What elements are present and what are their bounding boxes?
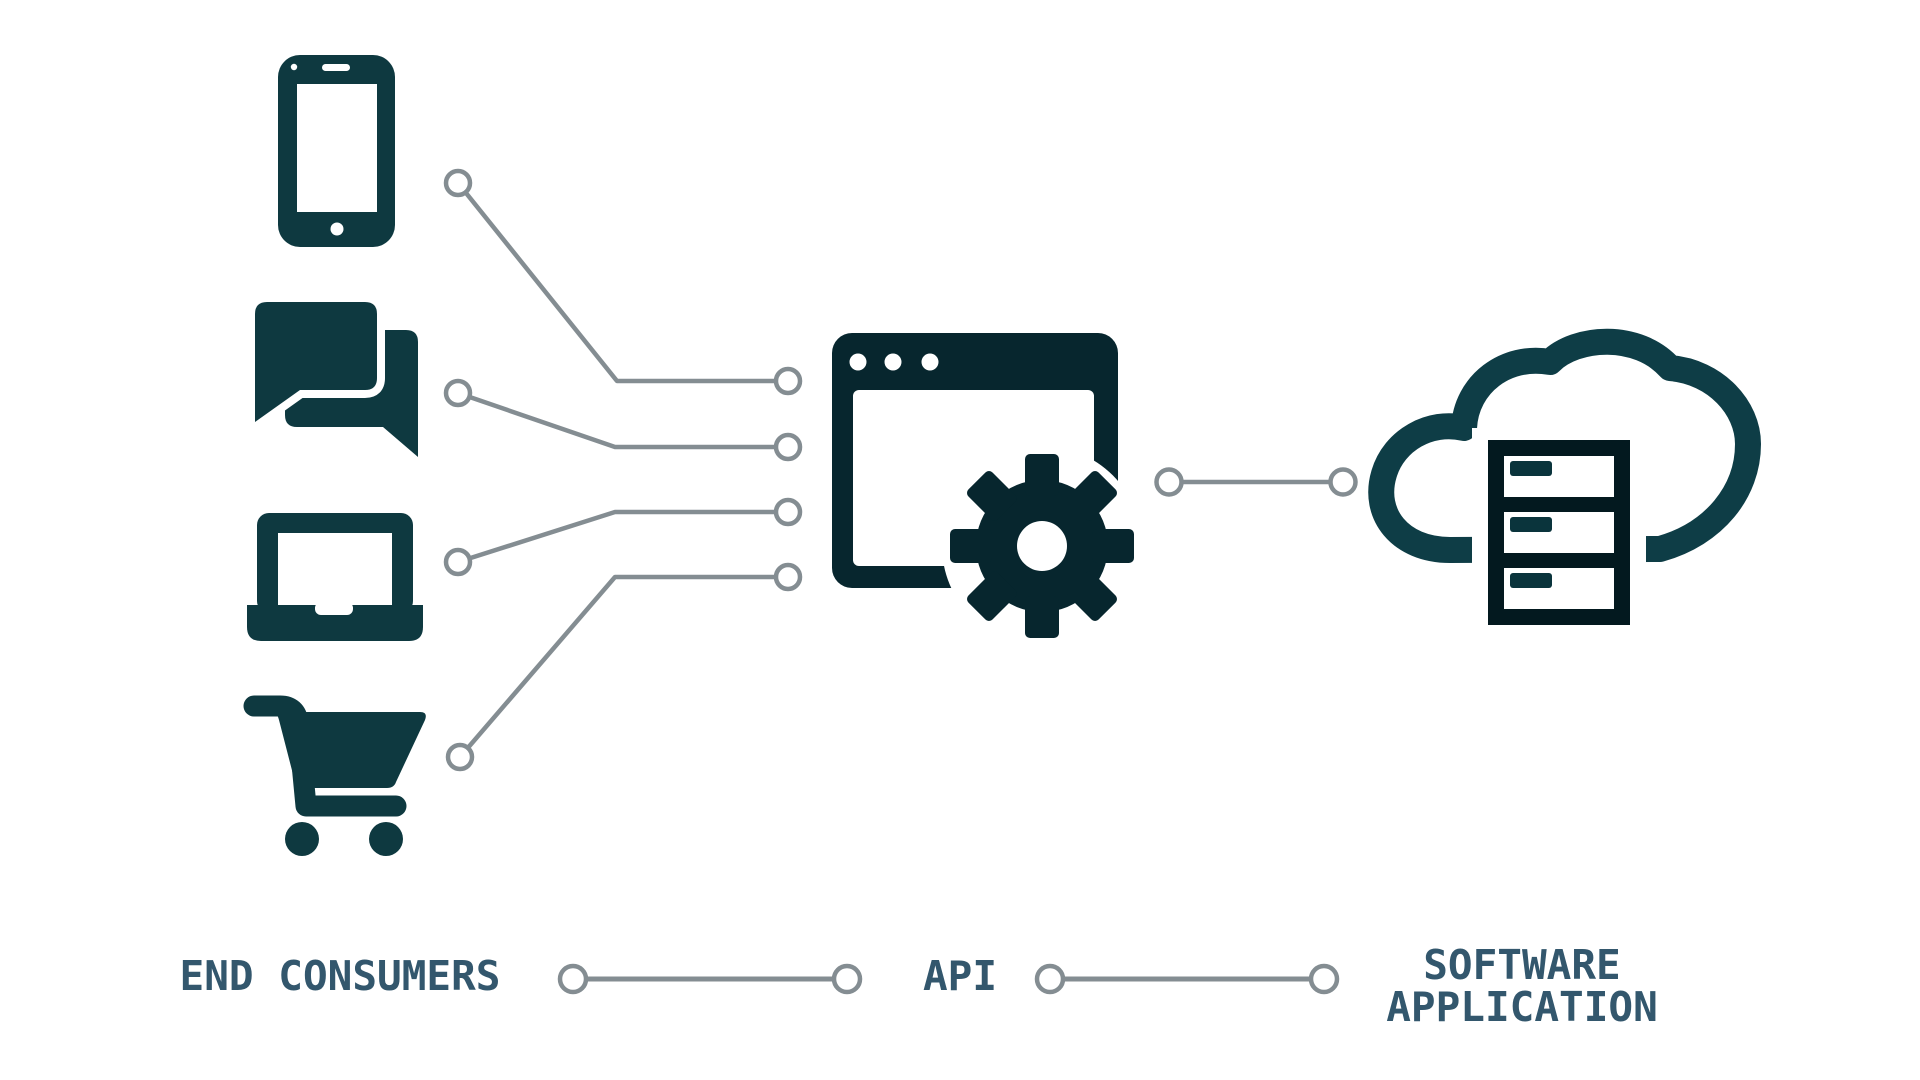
software-application-label-line1: SOFTWARE — [1423, 941, 1621, 989]
node-circle — [773, 562, 803, 592]
gear-hole — [1017, 521, 1067, 571]
node-circle — [443, 168, 473, 198]
node-circle — [557, 963, 589, 995]
phone-home-button — [330, 222, 344, 236]
api-label: API — [922, 952, 998, 1000]
gear-tooth — [1025, 454, 1059, 496]
node-circle — [1328, 467, 1358, 497]
chat-bubble-front — [255, 302, 377, 422]
software-application-label-line2: APPLICATION — [1386, 983, 1658, 1031]
laptop-screen — [278, 533, 392, 607]
browser-dot-2 — [884, 353, 902, 371]
browser-dot-3 — [921, 353, 939, 371]
phone-camera-dot — [290, 63, 298, 71]
server-drive-bar — [1510, 573, 1552, 588]
gear-tooth — [1025, 596, 1059, 638]
node-circle — [1034, 963, 1066, 995]
gear-tooth — [966, 470, 1017, 521]
connector-line-smartphone — [456, 181, 788, 384]
node-circle — [773, 432, 803, 462]
node-circle — [773, 497, 803, 527]
node-circle — [1308, 963, 1340, 995]
gear-tooth — [1067, 571, 1118, 622]
smartphone-icon — [278, 55, 395, 247]
server-icon — [1488, 440, 1630, 625]
cart-wheel-left — [285, 822, 319, 856]
gear-icon — [950, 454, 1134, 638]
connector-line-chat — [457, 390, 788, 450]
connector-line-laptop — [457, 509, 788, 565]
cart-wheel-right — [369, 822, 403, 856]
software-application-label: SOFTWARE APPLICATION — [1372, 944, 1672, 1028]
node-circle — [1154, 467, 1184, 497]
laptop-base — [247, 605, 423, 641]
server-drive-bar — [1510, 461, 1552, 476]
gear-tooth — [1067, 470, 1118, 521]
laptop-icon — [247, 513, 423, 641]
phone-screen — [297, 84, 377, 212]
api-cloud-connector — [1154, 467, 1358, 497]
node-circle — [773, 366, 803, 396]
node-circle — [443, 378, 473, 408]
cart-basket — [272, 712, 426, 788]
node-circle — [445, 742, 475, 772]
consumer-connector-nodes — [443, 168, 803, 772]
gear-tooth — [1092, 529, 1134, 563]
node-circle — [831, 963, 863, 995]
chat-bubbles-icon — [247, 294, 418, 457]
gear-tooth — [950, 529, 992, 563]
browser-dot-1 — [849, 353, 867, 371]
legend-connectors — [557, 963, 1340, 995]
consumer-connector-lines — [456, 181, 788, 759]
phone-speaker — [322, 64, 350, 71]
laptop-base-notch — [315, 602, 353, 615]
connector-line-cart — [458, 574, 788, 759]
gear-tooth — [966, 571, 1017, 622]
server-drive-bar — [1510, 517, 1552, 532]
end-consumers-label: END CONSUMERS — [179, 952, 501, 1000]
shopping-cart-icon — [243, 695, 426, 856]
node-circle — [443, 547, 473, 577]
